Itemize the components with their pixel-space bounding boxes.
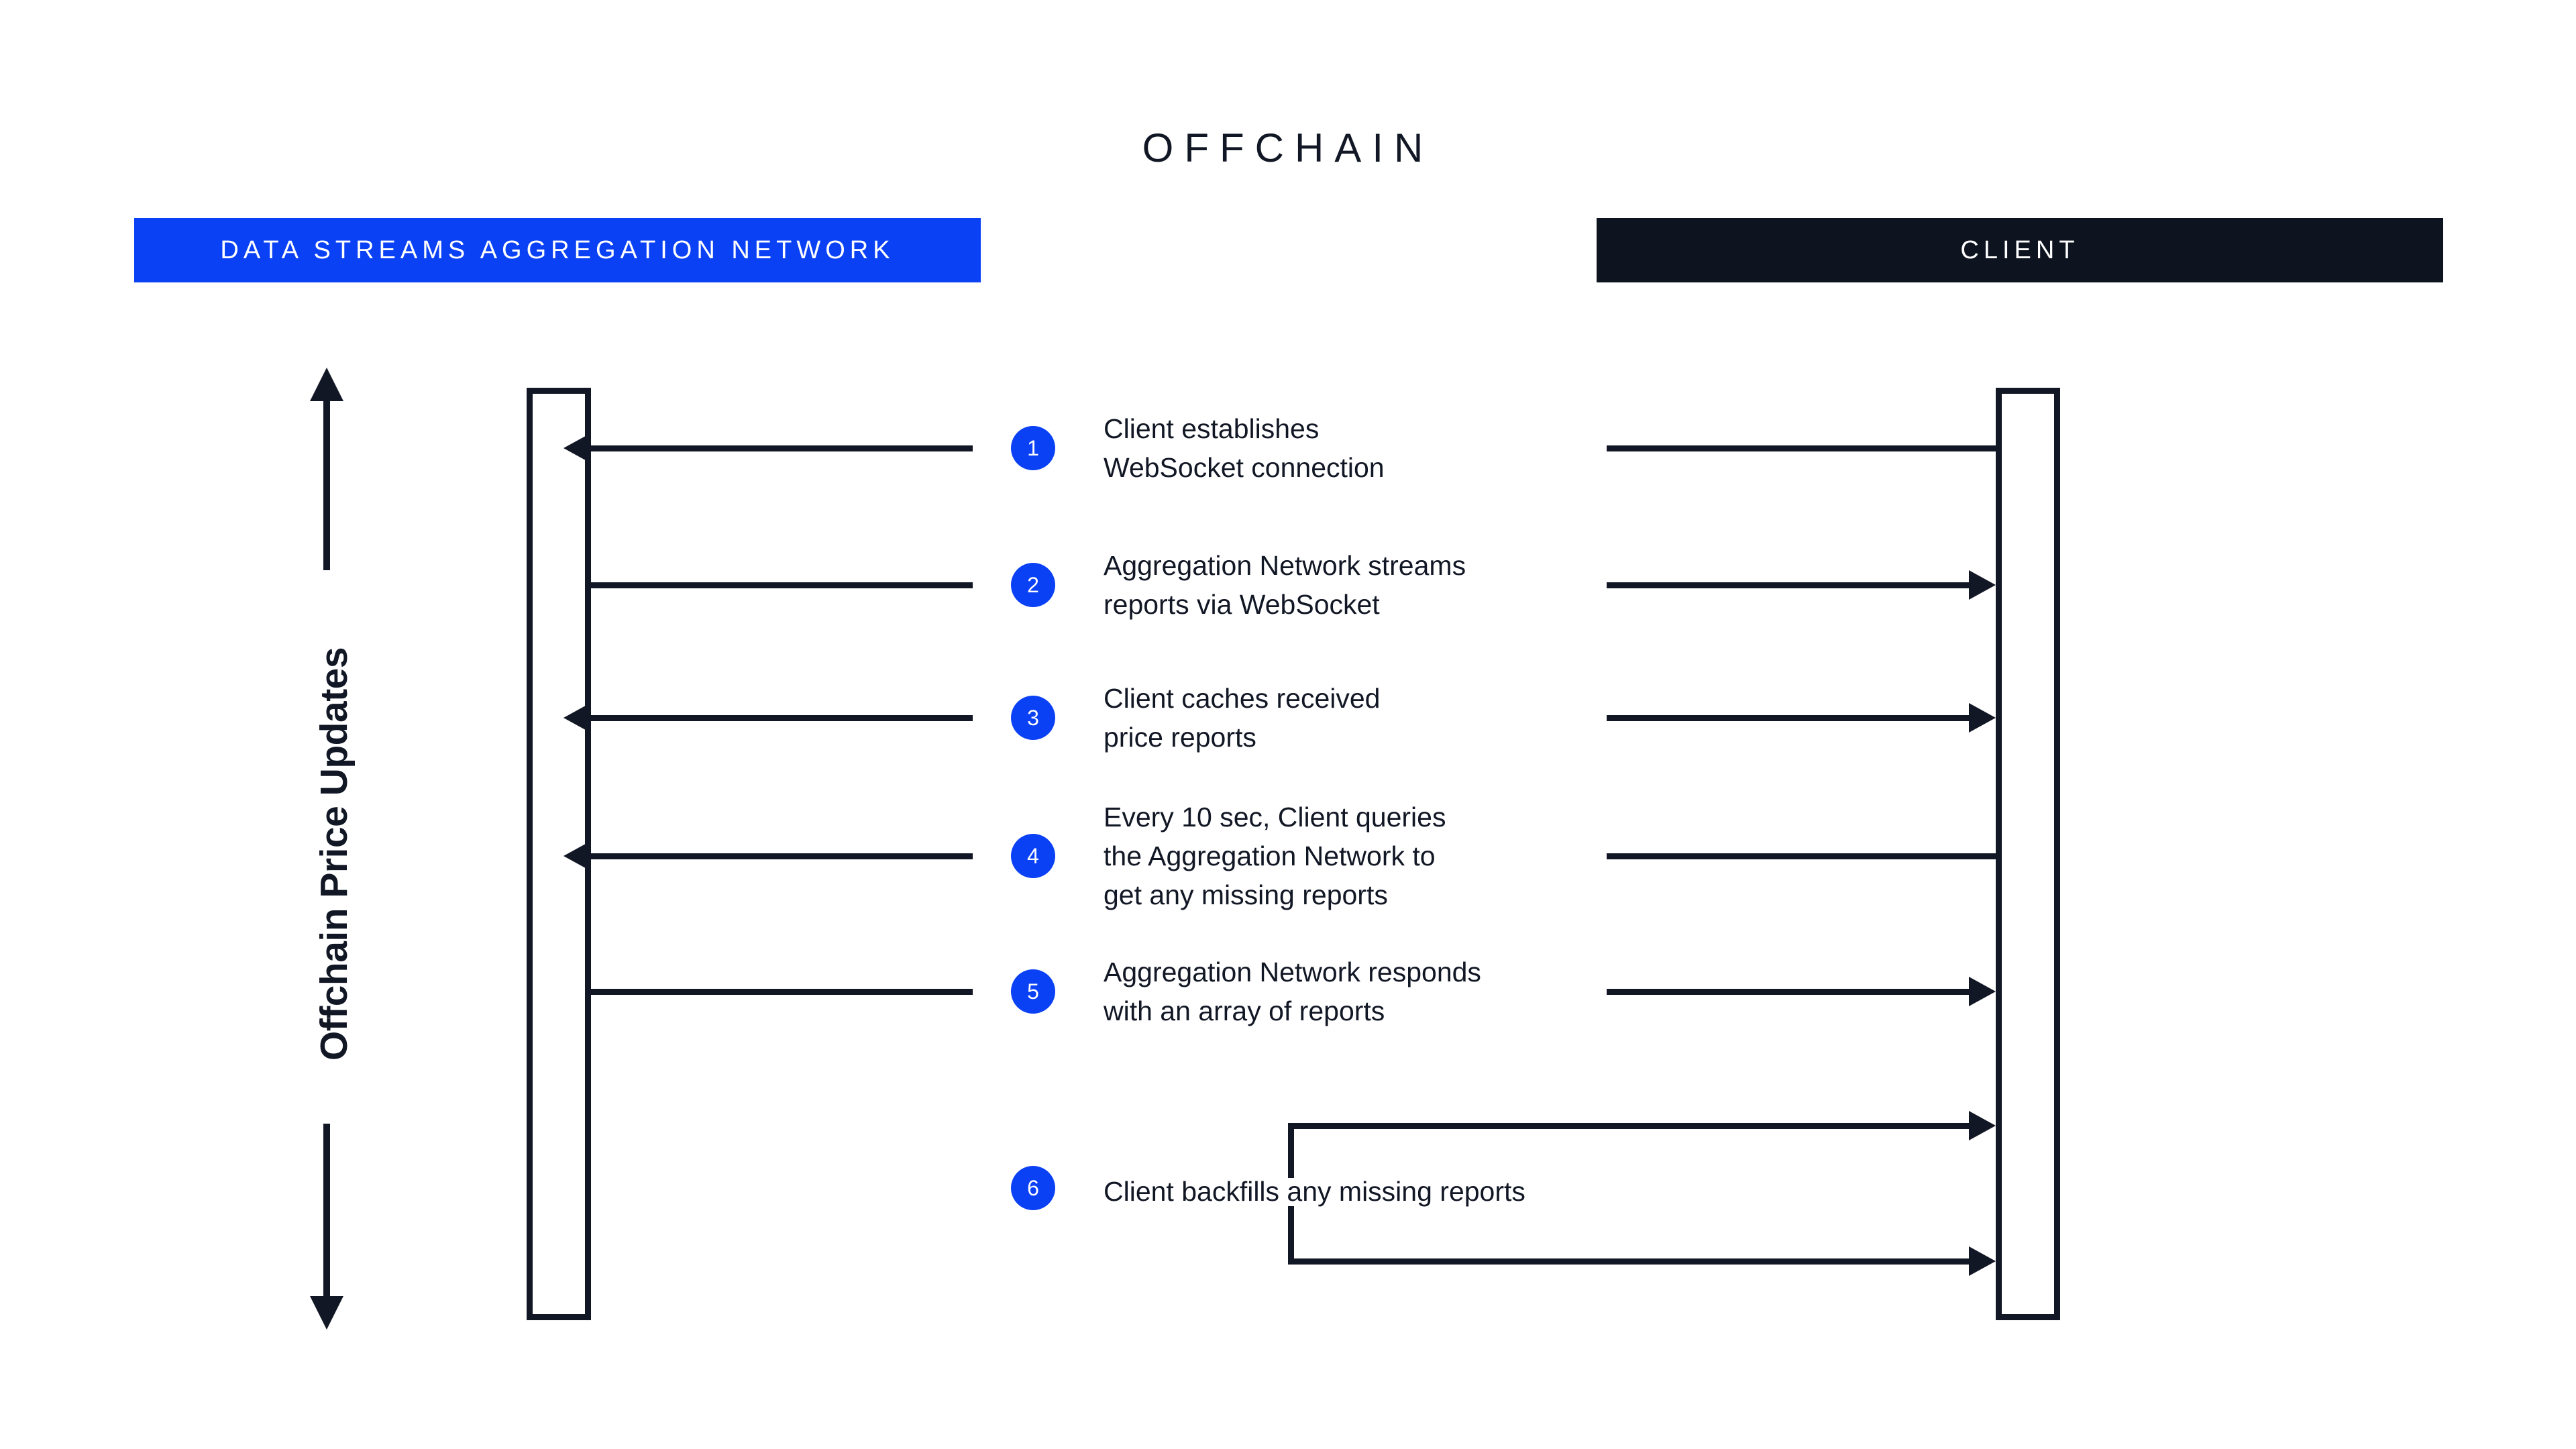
step-badge-5[interactable]: 5 <box>1011 969 1055 1014</box>
page-title: OFFCHAIN <box>1142 125 1434 170</box>
arrowhead-left-step-3 <box>564 703 590 733</box>
offchain-price-updates-label: Offchain Price Updates <box>313 647 356 1061</box>
message-line-step-2-left <box>589 582 973 588</box>
message-line-step-1-right <box>1607 445 1996 451</box>
step-text-6: Client backfills any missing reports <box>1104 1172 1774 1211</box>
step-badge-4[interactable]: 4 <box>1011 834 1055 878</box>
step-badge-2[interactable]: 2 <box>1011 563 1055 607</box>
message-line-step-3-right <box>1607 715 1970 721</box>
offchain-price-updates-axis: Offchain Price Updates <box>268 362 389 1335</box>
message-line-step-4-left <box>589 853 973 859</box>
step-text-1: Client establishes WebSocket connection <box>1104 409 1654 487</box>
step-badge-6[interactable]: 6 <box>1011 1166 1055 1210</box>
arrowhead-right-step-3 <box>1969 703 1996 733</box>
step-text-4-line-1: Every 10 sec, Client queries <box>1104 802 1446 833</box>
step-text-1-line-2: WebSocket connection <box>1104 452 1385 484</box>
message-line-step-1-left <box>589 445 973 451</box>
message-line-step-6-lower <box>1288 1258 1970 1265</box>
lane-header-aggregation-network-label: DATA STREAMS AGGREGATION NETWORK <box>220 235 895 264</box>
lane-header-aggregation-network: DATA STREAMS AGGREGATION NETWORK <box>134 218 981 282</box>
lane-header-client-label: CLIENT <box>1960 235 2080 264</box>
step-text-5-line-1: Aggregation Network responds <box>1104 957 1481 987</box>
message-line-step-3-left <box>589 715 973 721</box>
step-text-3-line-2: price reports <box>1104 722 1256 753</box>
step-text-3-line-1: Client caches received <box>1104 683 1381 714</box>
step-text-5-line-2: with an array of reports <box>1104 996 1385 1027</box>
arrowhead-right-step-5 <box>1969 977 1996 1006</box>
step-badge-1[interactable]: 1 <box>1011 426 1055 470</box>
message-line-step-6-upper <box>1288 1123 1970 1129</box>
step-text-4: Every 10 sec, Client queries the Aggrega… <box>1104 798 1654 915</box>
arrowhead-right-step-6-lower <box>1969 1246 1996 1276</box>
step-text-4-line-3: get any missing reports <box>1104 879 1388 911</box>
self-call-stub-upper <box>1288 1123 1294 1178</box>
arrowhead-right-step-6-upper <box>1969 1111 1996 1140</box>
message-line-step-4-right <box>1607 853 1996 859</box>
message-line-step-5-left <box>589 989 973 995</box>
step-text-2-line-2: reports via WebSocket <box>1104 589 1380 621</box>
double-arrow-icon <box>310 368 343 1330</box>
message-line-step-2-right <box>1607 582 1970 588</box>
step-badge-3[interactable]: 3 <box>1011 696 1055 740</box>
step-text-3: Client caches received price reports <box>1104 679 1654 757</box>
step-text-1-line-1: Client establishes <box>1104 413 1320 444</box>
arrowhead-right-step-2 <box>1969 570 1996 600</box>
step-text-2-line-1: Aggregation Network streams <box>1104 550 1466 581</box>
arrowhead-left-step-4 <box>564 841 590 871</box>
lane-header-client: CLIENT <box>1597 218 2443 282</box>
arrowhead-left-step-1 <box>564 433 590 463</box>
step-text-4-line-2: the Aggregation Network to <box>1104 841 1436 872</box>
step-text-5: Aggregation Network responds with an arr… <box>1104 953 1654 1030</box>
step-text-6-line-1: Client backfills any missing reports <box>1104 1176 1525 1207</box>
step-text-2: Aggregation Network streams reports via … <box>1104 546 1654 624</box>
self-call-stub-lower <box>1288 1206 1294 1261</box>
lifeline-client <box>1996 388 2060 1320</box>
message-line-step-5-right <box>1607 989 1970 995</box>
